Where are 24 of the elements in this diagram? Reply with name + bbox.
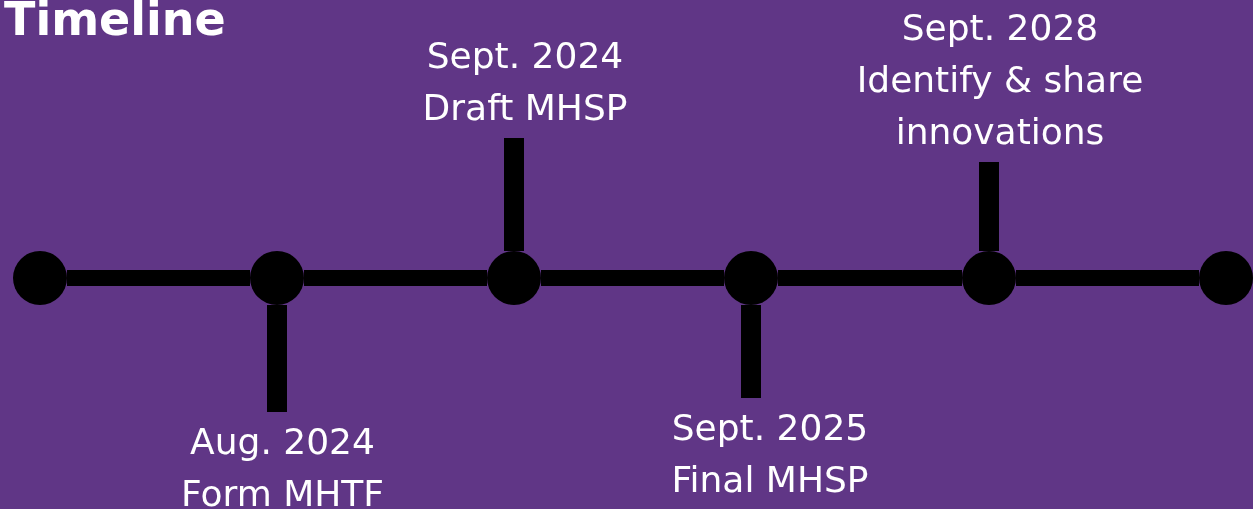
milestone-text: Draft MHSP <box>421 86 629 130</box>
timeline-dot <box>487 251 541 305</box>
timeline-line <box>778 270 962 286</box>
milestone-text: Final MHSP <box>670 458 870 502</box>
timeline-dot <box>724 251 778 305</box>
milestone-date: Sept. 2025 <box>670 406 870 450</box>
diagram-title: Timeline <box>4 0 226 46</box>
timeline-dot <box>962 251 1016 305</box>
leader-line <box>741 305 761 398</box>
milestone-date: Sept. 2024 <box>425 34 625 78</box>
timeline-dot <box>1199 251 1253 305</box>
timeline-dot <box>13 251 67 305</box>
milestone-text: Form MHTF <box>180 472 385 509</box>
timeline-line <box>1016 270 1199 286</box>
milestone-text: Identify & share innovations <box>855 58 1145 154</box>
milestone-date: Sept. 2028 <box>900 6 1100 50</box>
milestone-date: Aug. 2024 <box>189 420 376 464</box>
timeline-dot <box>250 251 304 305</box>
timeline-line <box>304 270 487 286</box>
leader-line <box>504 138 524 251</box>
timeline-line <box>541 270 724 286</box>
leader-line <box>267 305 287 412</box>
timeline-line <box>67 270 250 286</box>
leader-line <box>979 162 999 251</box>
